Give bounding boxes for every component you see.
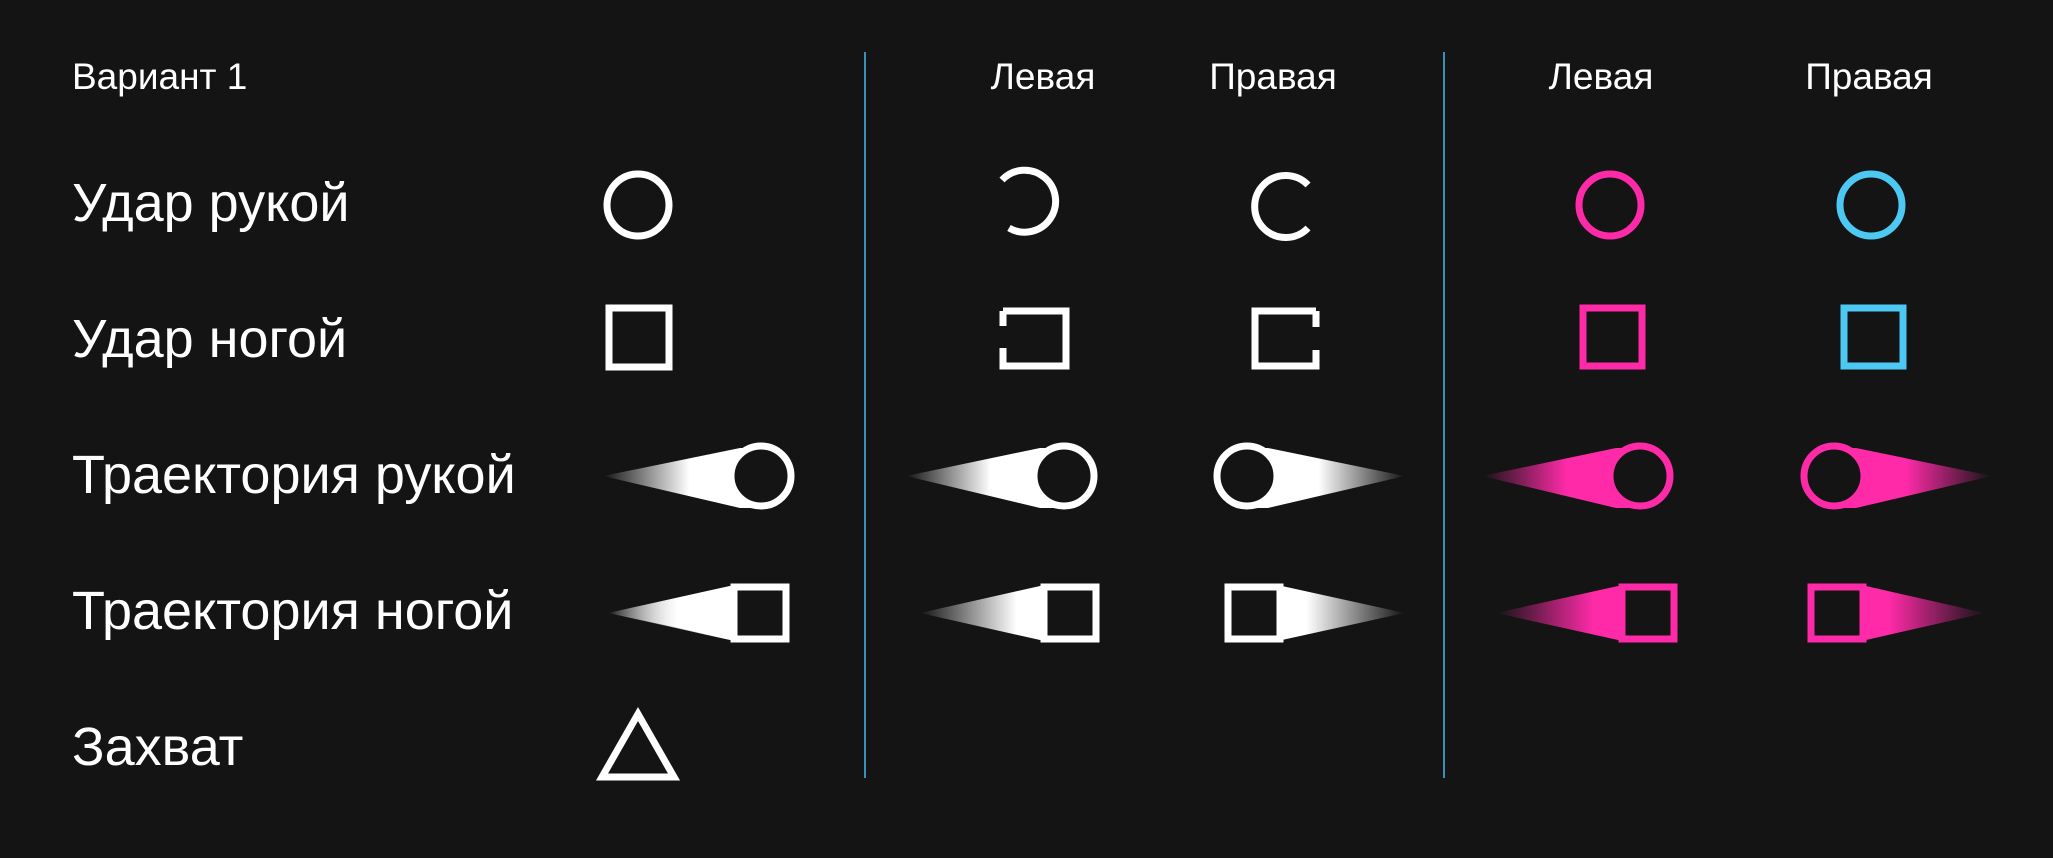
circle-trail-left-icon [906,442,1098,510]
circle-trail-right-pink-icon [1800,442,1992,510]
circle-trail-pink-icon [1482,442,1674,510]
row-label-kick: Удар ногой [72,309,348,369]
circle-trail-right-icon [1213,442,1405,510]
row-label-kick-trajectory: Траектория ногой [72,581,514,641]
column-divider [1443,52,1445,778]
row-label-grab: Захват [72,717,244,777]
square-trail-right-pink-icon [1807,583,1985,643]
square-icon [605,304,673,371]
circle-icon [603,170,673,240]
triangle-icon [595,706,681,781]
column-header-right-color: Правая [1805,56,1933,97]
square-left-icon [999,307,1070,370]
circle-blue-icon [1836,170,1906,240]
row-label-punch: Удар рукой [72,173,350,233]
column-header-left: Левая [990,56,1096,97]
column-header-left-color: Левая [1548,56,1654,97]
row-label-punch-trajectory: Траектория рукой [72,445,516,505]
square-blue-icon [1840,304,1907,370]
square-trail-right-icon [1224,583,1405,643]
circle-pink-icon [1575,170,1645,240]
square-trail-pink-icon [1496,583,1678,643]
circle-right-icon [1251,172,1311,241]
square-pink-icon [1579,304,1646,370]
square-trail-left-icon [920,583,1100,643]
circle-trail-icon [603,442,795,510]
square-trail-icon [608,583,790,643]
variant-title: Вариант 1 [72,56,248,97]
circle-left-icon [999,166,1060,236]
column-header-right: Правая [1209,56,1337,97]
column-divider [864,52,866,778]
square-right-icon [1251,307,1320,370]
